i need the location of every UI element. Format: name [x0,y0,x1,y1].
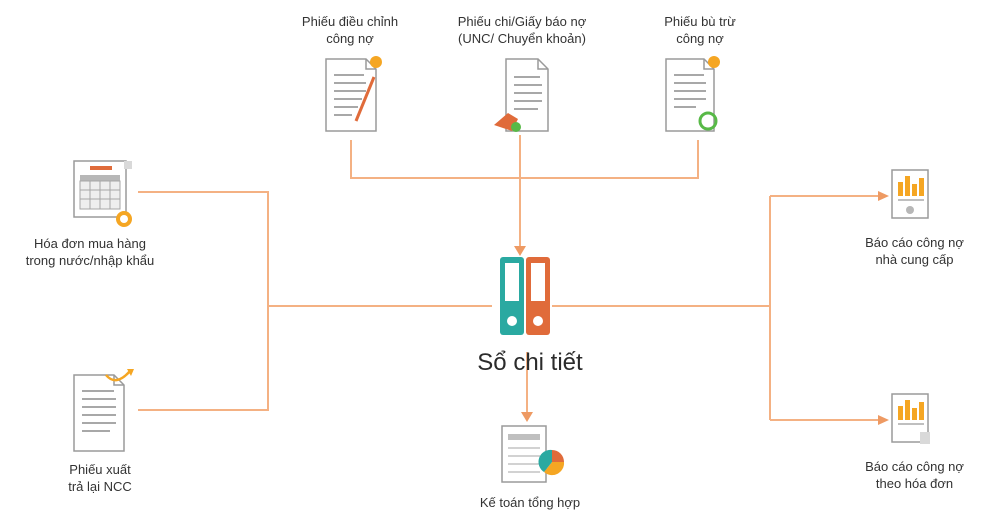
offset-voucher-label: Phiếu bù trừ công nợ [664,14,736,46]
general-accounting-label: Kế toán tổng hợp [479,495,581,510]
connector-invoice [138,191,269,306]
node-payment-voucher: Phiếu chi/Giấy báo nợ (UNC/ Chuyển khoản… [432,8,612,143]
invoice-report-label: Báo cáo công nợ theo hóa đơn [865,459,964,491]
node-supplier-report: Báo cáo công nợ nhà cung cấp [840,168,989,298]
adjustment-voucher-label: Phiếu điều chỉnh công nợ [301,14,399,46]
connector-offset [520,140,699,179]
purchase-invoice-label: Hóa đơn mua hàng trong nước/nhập khẩu [25,236,155,268]
node-invoice-report: Báo cáo công nợ theo hóa đơn [840,392,989,520]
invoice-icon [73,160,132,227]
node-purchase-invoice: Hóa đơn mua hàng trong nước/nhập khẩu [0,155,180,275]
return-voucher-label: Phiếu xuất trả lại NCC [68,462,132,494]
binder-icon [500,257,550,335]
connector-adjustment [350,140,520,179]
arrow-to-ledger [514,246,526,256]
connector-return [138,306,269,411]
document-money-icon [494,58,549,132]
node-ledger: Sổ chi tiết [440,255,620,385]
arrow-to-supplier-report [878,191,889,201]
document-return-icon [73,369,134,452]
payment-voucher-label: Phiếu chi/Giấy báo nợ (UNC/ Chuyển khoản… [457,14,587,46]
arrow-to-accounting [521,412,533,422]
document-pencil-icon [325,56,382,132]
report-chart-icon [891,169,929,219]
report-chart-icon [891,393,930,444]
ledger-label: Sổ chi tiết [477,349,583,376]
document-refresh-icon [665,56,720,132]
node-return-voucher: Phiếu xuất trả lại NCC [20,365,180,500]
node-offset-voucher: Phiếu bù trừ công nợ [620,8,780,143]
supplier-report-label: Báo cáo công nợ nhà cung cấp [865,235,964,267]
arrow-to-invoice-report [878,415,889,425]
node-adjustment-voucher: Phiếu điều chỉnh công nợ [270,8,430,143]
accounting-report-icon [501,425,565,483]
node-general-accounting: Kế toán tổng hợp [440,420,620,520]
